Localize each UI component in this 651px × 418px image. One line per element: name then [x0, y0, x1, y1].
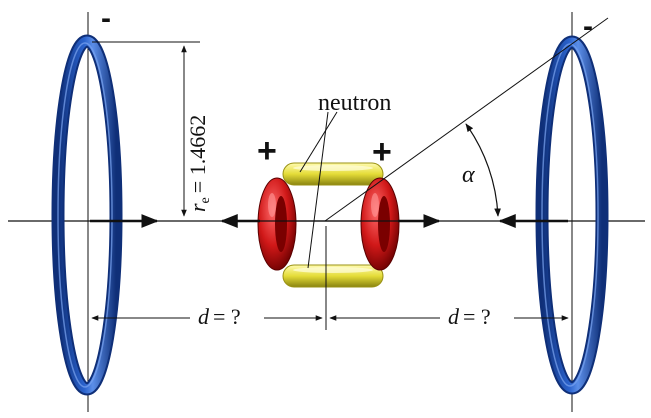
- d-right-var: d: [448, 304, 460, 329]
- neutron-leader-1: [299, 111, 338, 173]
- neutron-bottom-ring: [282, 264, 384, 288]
- angle-diagonal-line: [324, 17, 609, 222]
- d-right-label: d= ?: [448, 304, 491, 329]
- d-left-var: d: [198, 304, 210, 329]
- angle-arc: [465, 123, 501, 217]
- left-proton-charge: +: [257, 132, 277, 170]
- right-ring-charge: -: [583, 10, 593, 43]
- d-right-rest: = ?: [463, 304, 491, 329]
- d-left-label: d= ?: [198, 304, 241, 329]
- radius-value: = 1.4662: [185, 115, 210, 193]
- neutron-top-ring: [282, 162, 384, 186]
- radius-label: re = 1.4662: [185, 46, 213, 214]
- left-ring-charge: -: [101, 2, 111, 35]
- left-electron-ring: [51, 34, 123, 396]
- d-left-rest: = ?: [213, 304, 241, 329]
- radius-symbol: r: [185, 203, 210, 212]
- svg-text:re= 1.4662: re = 1.4662: [185, 115, 213, 212]
- radius-subscript: e: [198, 197, 213, 203]
- neutron-label: neutron: [318, 90, 391, 116]
- right-proton-charge: +: [372, 133, 392, 171]
- right-electron-ring: [535, 35, 609, 395]
- neutron-leader-2: [307, 111, 329, 269]
- proton-left-torus: [257, 177, 297, 271]
- alpha-label: α: [462, 162, 475, 188]
- proton-right-torus: [360, 177, 400, 271]
